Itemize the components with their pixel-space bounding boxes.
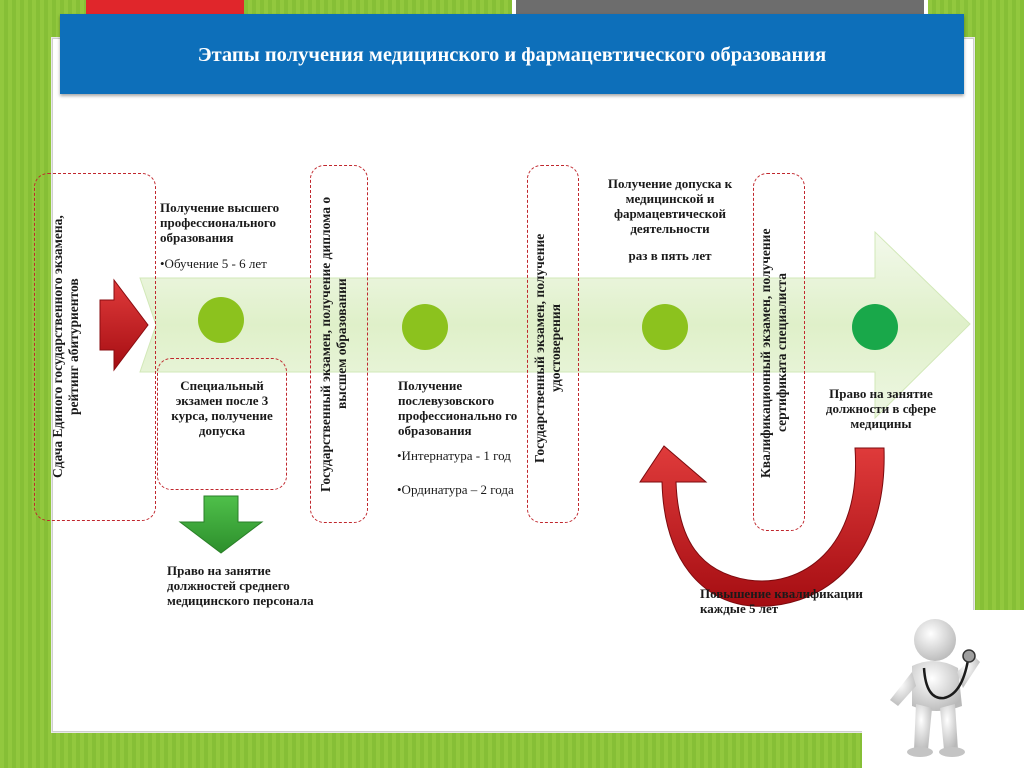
stage-dot-1	[198, 297, 244, 343]
ege-box	[34, 173, 156, 521]
state-exam-1-box	[310, 165, 368, 523]
state-exam-1-text: Государственный экзамен, получение дипло…	[318, 196, 349, 492]
stage-dot-4	[852, 304, 898, 350]
state-exam-2-text: Государственный экзамен, получение удост…	[532, 233, 563, 463]
top-grey-bar	[512, 0, 928, 14]
admission-title: Получение допуска к медицинской и фармац…	[607, 176, 733, 236]
down-green-arrow	[178, 495, 264, 554]
admission-note: раз в пять лет	[628, 248, 712, 263]
loop-red-arrow	[639, 445, 885, 607]
right-medicine-text: Право на занятие должности в сфере медиц…	[825, 386, 937, 431]
start-red-arrow	[99, 278, 149, 372]
qual-exam-box	[753, 173, 805, 531]
slide-title: Этапы получения медицинского и фармацевт…	[197, 44, 827, 66]
timeline-arrow	[139, 230, 971, 420]
postgrad-title: Получение послевузовского профессиональн…	[398, 378, 518, 438]
ege-text: Сдача Единого государственного экзамена,…	[50, 215, 81, 479]
slide-panel	[52, 38, 974, 732]
title-bar: Этапы получения медицинского и фармацевт…	[60, 14, 964, 94]
upgrade-text: Повышение квалификации каждые 5 лет	[700, 586, 863, 616]
internship-item: •Интернатура - 1 год	[397, 448, 511, 463]
residency-item: •Ординатура – 2 года	[397, 482, 514, 497]
state-exam-2-box	[527, 165, 579, 523]
top-red-bar	[86, 0, 244, 16]
higher-education-title: Получение высшего профессионального обра…	[160, 200, 280, 245]
qual-exam-text: Квалификационный экзамен, получение серт…	[758, 228, 789, 478]
middle-personnel-right: Право на занятие должностей среднего мед…	[167, 563, 314, 608]
stage-dot-3	[642, 304, 688, 350]
special-exam-box	[157, 358, 287, 490]
stage-dot-2	[402, 304, 448, 350]
special-exam-text: Специальный экзамен после 3 курса, получ…	[171, 378, 273, 438]
higher-education-duration: •Обучение 5 - 6 лет	[160, 256, 267, 271]
